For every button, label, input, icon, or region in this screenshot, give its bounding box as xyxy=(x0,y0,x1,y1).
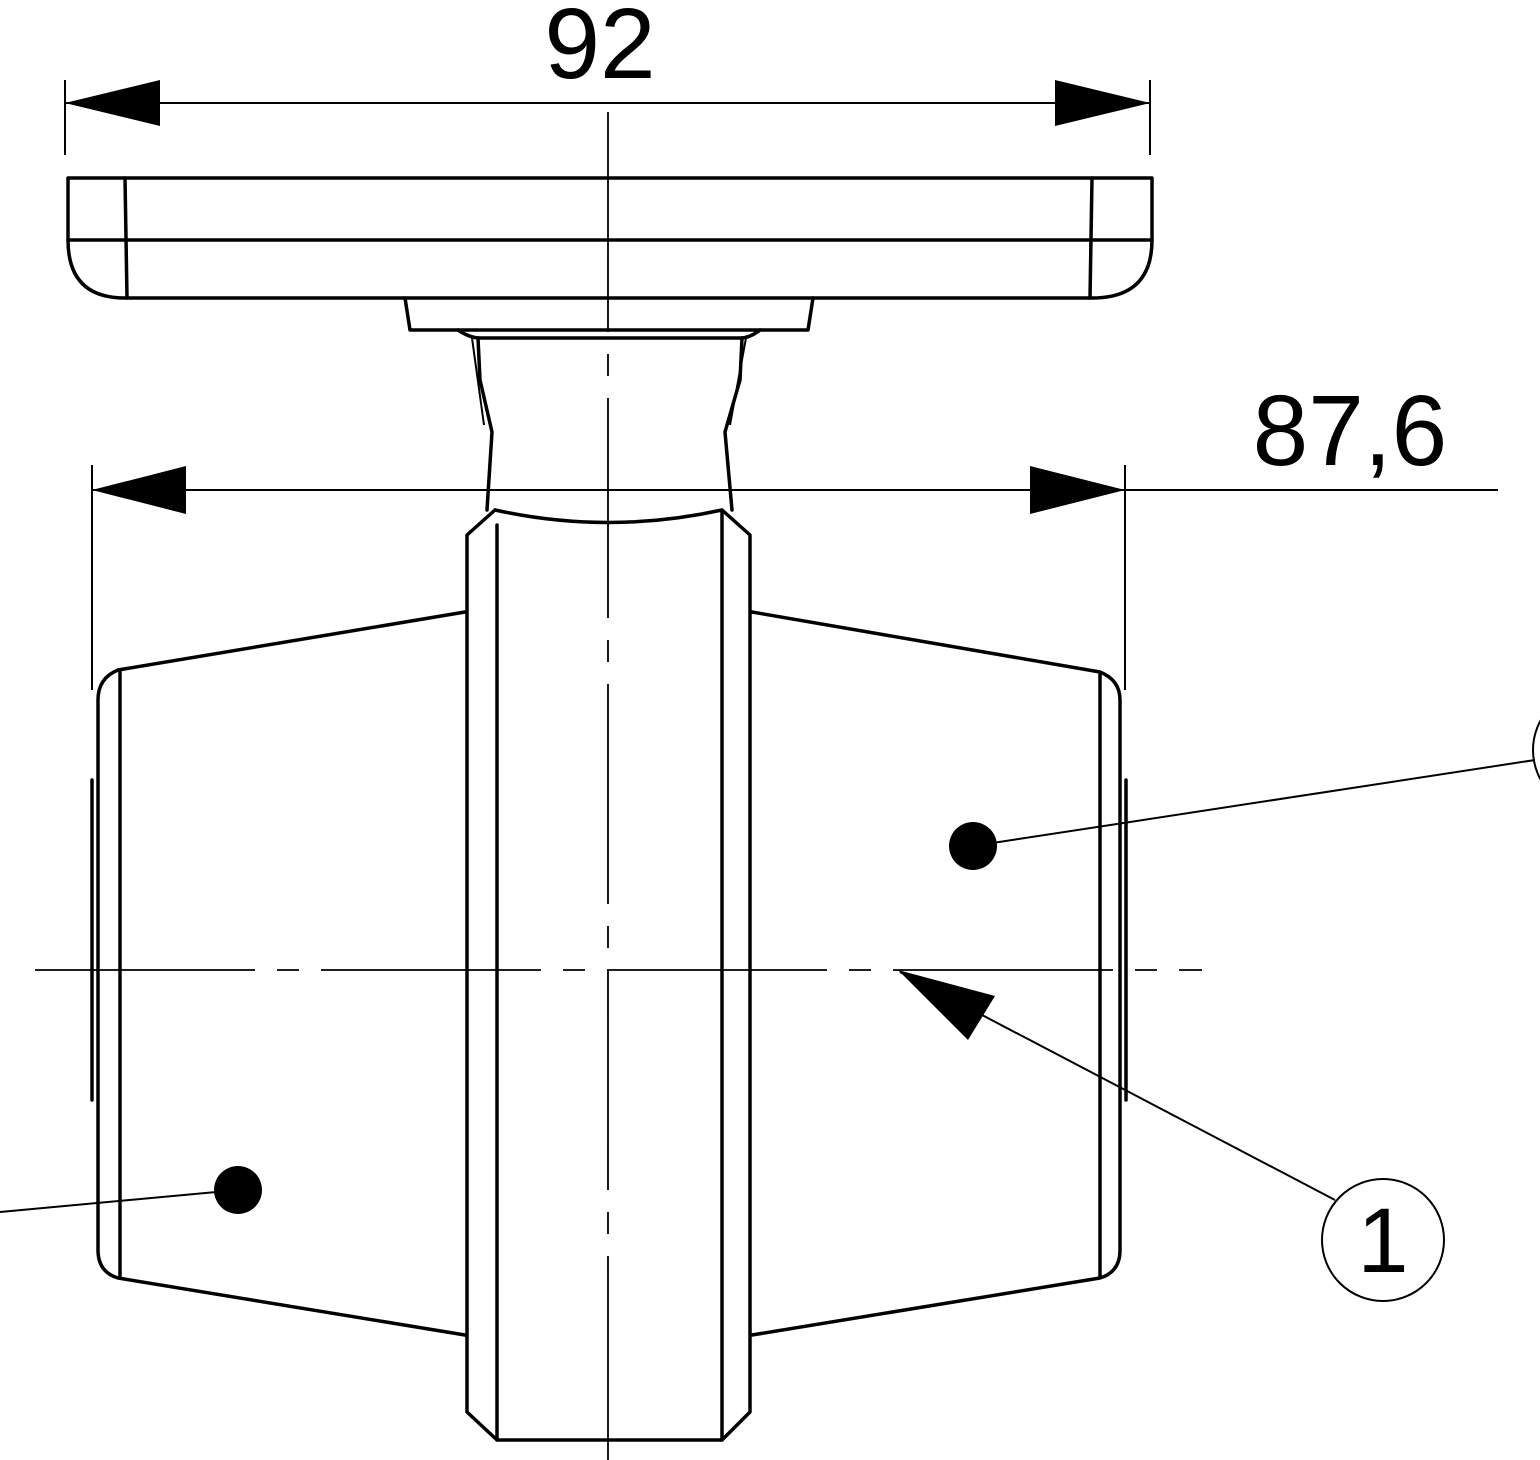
stem-collar xyxy=(456,328,762,340)
callout-1: 1 xyxy=(1321,1178,1445,1302)
arrowhead-left xyxy=(92,466,186,514)
handle-outline xyxy=(66,176,1154,300)
callout-2: 2 xyxy=(1532,719,1540,781)
body-left-outline xyxy=(96,610,467,1337)
handle-chamfer-left xyxy=(123,176,129,300)
arrowhead-right xyxy=(1030,466,1125,514)
valve-body xyxy=(90,610,1128,1337)
stem-neck-left xyxy=(476,336,494,512)
stem xyxy=(403,296,815,512)
center-band xyxy=(465,508,752,1442)
body-right-outline xyxy=(750,610,1122,1337)
callout-circle xyxy=(1532,719,1540,781)
stem-neck-taper-lines xyxy=(471,337,747,426)
dimension-text-92: 92 xyxy=(544,0,655,100)
leader-line-callout-2 xyxy=(972,759,1536,847)
stem-neck-right xyxy=(723,336,744,512)
stem-base xyxy=(403,296,815,332)
arrowhead-right xyxy=(1055,80,1150,126)
callout-number: 1 xyxy=(1357,1190,1408,1292)
callout-circle xyxy=(1321,1178,1445,1302)
leader-arrowhead-callout-1 xyxy=(898,970,995,1040)
arrowhead-left xyxy=(65,80,160,126)
dimension-body-width: 87,6 xyxy=(91,375,1498,690)
leader-line-left xyxy=(0,1189,239,1213)
dimension-top-width: 92 xyxy=(64,0,1151,155)
dimension-text-87-6: 87,6 xyxy=(1253,375,1448,487)
handle-chamfer-right xyxy=(1088,176,1094,300)
handle-plate xyxy=(66,176,1154,300)
band-outline xyxy=(465,508,752,1442)
